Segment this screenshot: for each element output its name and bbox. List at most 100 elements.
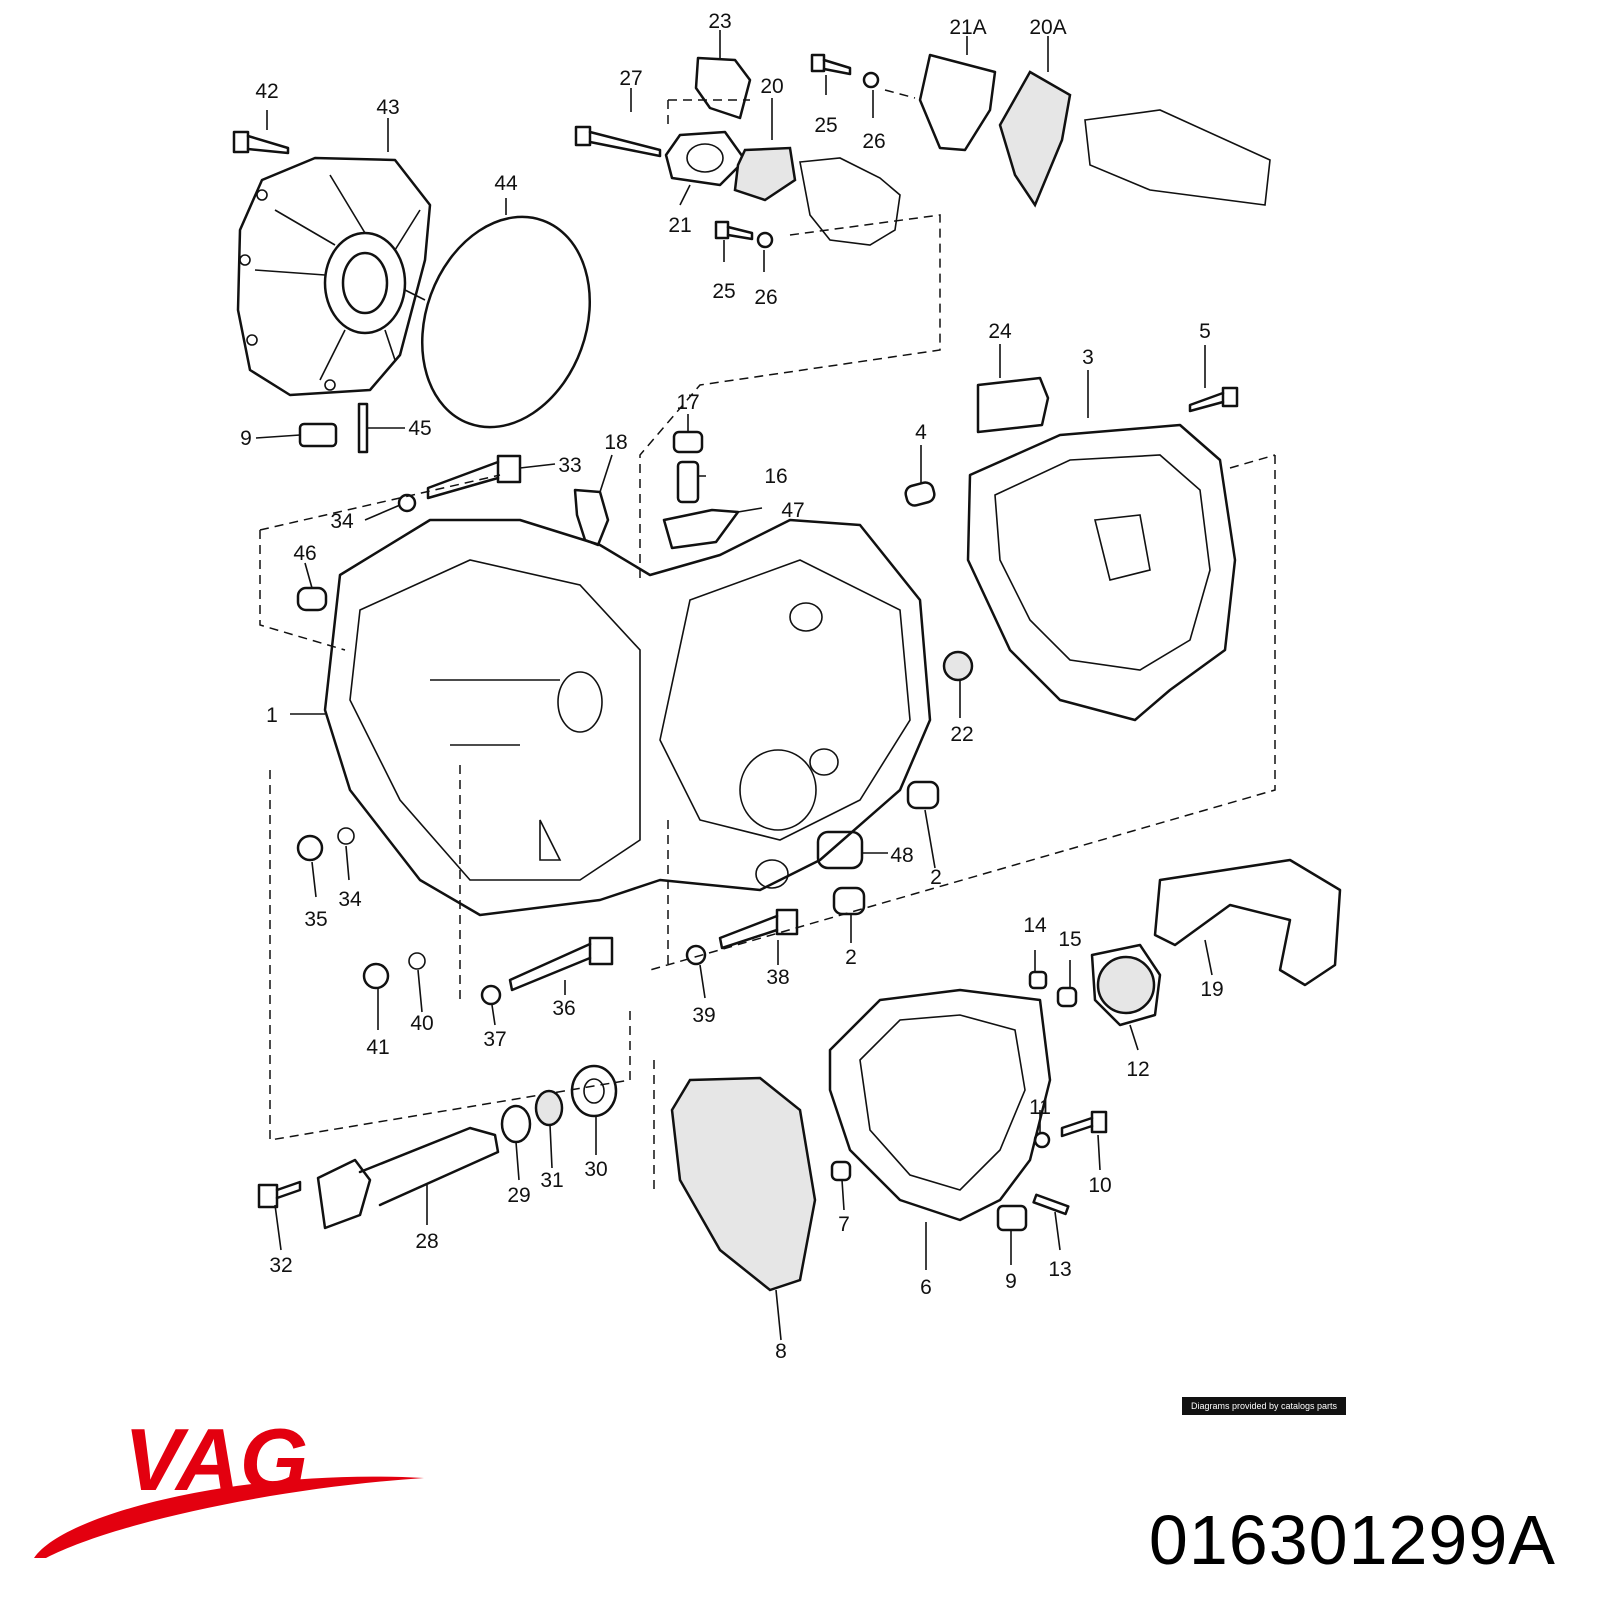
bolt-part-25-upper	[810, 53, 852, 76]
bracket-part-23	[694, 56, 752, 120]
bushing-part-48	[816, 830, 864, 870]
bushing-part-17	[672, 430, 704, 454]
part-label: 7	[838, 1213, 850, 1236]
rear-cover-part-43	[236, 156, 432, 397]
part-label: 34	[330, 510, 354, 533]
part-label: 21	[668, 214, 691, 237]
part-label: 32	[269, 1254, 292, 1277]
gasket-part-20	[733, 146, 797, 202]
bolt-part-32	[257, 1180, 302, 1209]
part-label: 23	[708, 10, 731, 33]
part-label: 16	[764, 465, 787, 488]
part-label: 48	[890, 844, 913, 867]
part-label: 1	[266, 704, 278, 727]
nut-part-41	[362, 962, 390, 990]
washer-part-34-upper	[397, 493, 417, 513]
bearing-part-30	[570, 1064, 618, 1118]
gasket-part-8	[670, 1076, 817, 1292]
bushing-part-2-upper	[906, 780, 940, 810]
o-ring-part-44	[420, 215, 592, 429]
part-label: 26	[862, 130, 885, 153]
part-label: 39	[692, 1004, 715, 1027]
gasket-part-20A	[998, 70, 1072, 208]
part-label: 42	[255, 80, 278, 103]
part-label: 25	[814, 114, 837, 137]
part-label: 6	[920, 1276, 932, 1299]
part-label: 10	[1088, 1174, 1111, 1197]
part-labels: 1 2 2 3 4 5 6 7 8 9 9 10 11 12 13 14 15 …	[240, 10, 1224, 1363]
part-label: 20A	[1029, 16, 1066, 39]
diagram-credit-badge: Diagrams provided by catalogs parts	[1182, 1397, 1346, 1415]
seal-part-22	[942, 650, 974, 682]
block-part-47	[662, 508, 740, 550]
bolt-part-25-lower	[714, 220, 754, 241]
gasket-part-21	[664, 130, 747, 187]
part-label: 5	[1199, 320, 1211, 343]
switch-part-18	[573, 488, 610, 547]
bushing-part-2-lower	[832, 886, 866, 916]
part-label: 46	[293, 542, 316, 565]
part-label: 33	[558, 454, 581, 477]
part-label: 17	[676, 391, 699, 414]
pin-part-13	[1032, 1193, 1070, 1216]
part-label: 24	[988, 320, 1012, 343]
logo-swoosh	[34, 1476, 424, 1558]
part-label: 3	[1082, 346, 1094, 369]
part-label: 34	[338, 888, 362, 911]
part-label: 27	[619, 67, 642, 90]
vag-logo: VAG	[34, 1418, 424, 1558]
dowel-part-4	[904, 481, 936, 507]
part-label: 44	[494, 172, 518, 195]
part-label: 25	[712, 280, 735, 303]
bolt-part-27	[574, 125, 662, 158]
plate-part-24	[976, 376, 1050, 434]
part-label: 21A	[949, 16, 986, 39]
part-label: 20	[760, 75, 783, 98]
leader-lines	[255, 30, 1213, 1341]
washer-part-26-upper	[862, 71, 880, 89]
bolt-part-36	[508, 936, 614, 992]
washer-part-11	[1033, 1131, 1051, 1149]
ring-part-29	[500, 1104, 532, 1144]
cover-part-6	[828, 988, 1052, 1222]
dowel-part-46	[296, 586, 328, 612]
bell-housing-part-3	[966, 423, 1237, 722]
washer-part-37	[480, 984, 502, 1006]
part-label: 14	[1023, 914, 1047, 937]
bolt-part-42	[232, 130, 290, 155]
part-label: 11	[1029, 1096, 1051, 1119]
nut-part-35	[296, 834, 324, 862]
part-label: 2	[930, 866, 942, 889]
shield-part-19	[1153, 858, 1342, 987]
part-label: 40	[410, 1012, 433, 1035]
part-label: 12	[1126, 1058, 1149, 1081]
part-label: 4	[915, 421, 927, 444]
sleeve-part-14	[1028, 970, 1048, 990]
part-label: 9	[240, 427, 252, 450]
part-label: 41	[366, 1036, 389, 1059]
seal-part-31	[534, 1089, 564, 1127]
part-label: 8	[775, 1340, 787, 1363]
bolt-part-33	[426, 454, 522, 500]
part-number: 016301299A	[1148, 1501, 1556, 1579]
part-label: 15	[1058, 928, 1081, 951]
part-label: 2	[845, 946, 857, 969]
part-label: 31	[540, 1169, 563, 1192]
pin-part-45	[357, 402, 369, 454]
washer-part-39	[685, 944, 707, 966]
part-label: 35	[304, 908, 327, 931]
part-label: 28	[415, 1230, 438, 1253]
bolt-part-10	[1060, 1110, 1108, 1138]
part-label: 18	[604, 431, 627, 454]
sleeve-part-16	[676, 460, 700, 504]
part-label: 37	[483, 1028, 506, 1051]
cap-part-9-lower	[996, 1204, 1028, 1232]
part-label: 43	[376, 96, 399, 119]
part-label: 36	[552, 997, 575, 1020]
plate-part-21A	[918, 53, 997, 152]
part-label: 26	[754, 286, 777, 309]
bolt-part-5	[1188, 386, 1239, 413]
bolt-part-38	[718, 908, 799, 950]
main-housing-part-1	[323, 518, 932, 917]
